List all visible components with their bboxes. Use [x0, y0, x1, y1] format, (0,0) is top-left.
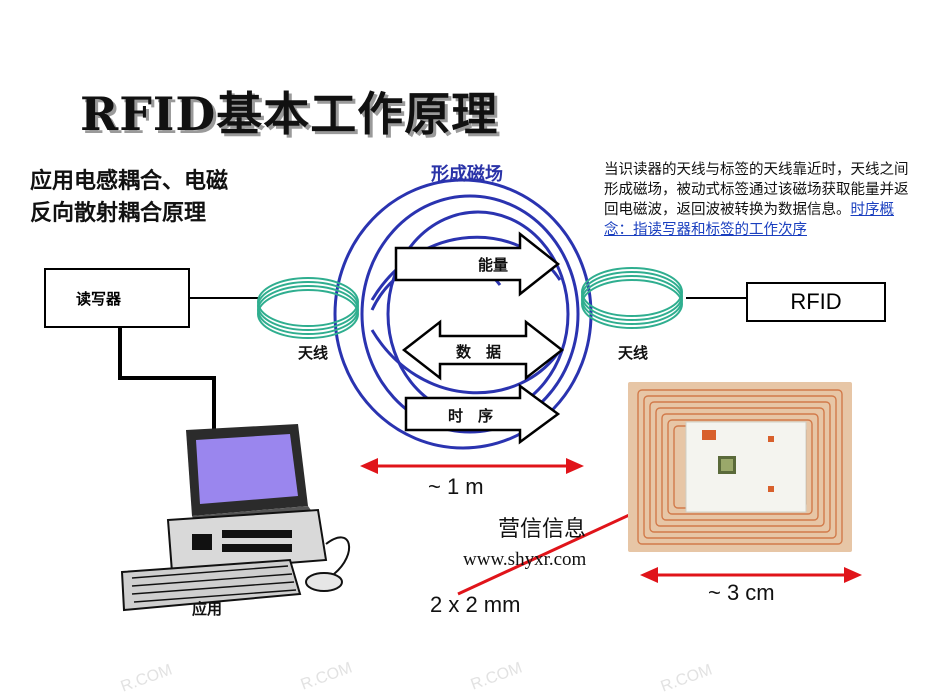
rfid-tag-photo: [628, 382, 852, 552]
data-arrow: [401, 319, 565, 381]
reader-box: [44, 268, 190, 328]
rfid-box: RFID: [746, 282, 886, 322]
tag-coil-drawing: [637, 389, 843, 545]
subtitle: 应用电感耦合、电磁 反向散射耦合原理: [30, 166, 228, 230]
tag-distance-label: ~ 3 cm: [708, 580, 775, 605]
description: 当识读器的天线与标签的天线靠近时，天线之间形成磁场，被动式标签通过该磁场获取能量…: [604, 160, 914, 240]
page-title: RFID基本工作原理: [80, 87, 499, 141]
timing-label: 时 序: [448, 407, 494, 425]
subtitle-line-1: 应用电感耦合、电磁: [30, 169, 229, 194]
field-distance-label: ~ 1 m: [428, 474, 484, 499]
left-antenna-label: 天线: [298, 344, 329, 362]
website-text: www.shyxr.com: [463, 549, 587, 570]
description-text: 当识读器的天线与标签的天线靠近时，天线之间形成磁场，被动式标签通过该磁场获取能量…: [604, 162, 909, 218]
reader-label: 读写器: [76, 290, 122, 308]
field-distance-arrowhead-right: [566, 458, 584, 474]
energy-arrow: [394, 231, 561, 297]
left-antenna-coil: [257, 277, 359, 339]
field-distance-arrowhead-left: [360, 458, 378, 474]
computer-icon: [120, 424, 351, 612]
reader-computer-cable: [118, 328, 216, 432]
tag-distance-arrowhead-right: [844, 567, 862, 583]
timing-concept-link[interactable]: 时序概念：指读写器和标签的工作次序: [604, 202, 894, 238]
tag-distance-arrowhead-left: [640, 567, 658, 583]
magnetic-field-label: 形成磁场: [431, 164, 503, 185]
right-antenna-coil: [581, 267, 683, 329]
data-label: 数 据: [456, 343, 502, 361]
chip-size-label: 2 x 2 mm: [430, 592, 521, 617]
energy-label: 能量: [478, 256, 509, 274]
right-antenna-label: 天线: [618, 344, 649, 362]
company-name: 营信信息: [498, 517, 587, 542]
timing-arrow: [404, 383, 561, 445]
subtitle-line-2: 反向散射耦合原理: [30, 201, 207, 226]
application-label: 应用: [192, 600, 223, 618]
